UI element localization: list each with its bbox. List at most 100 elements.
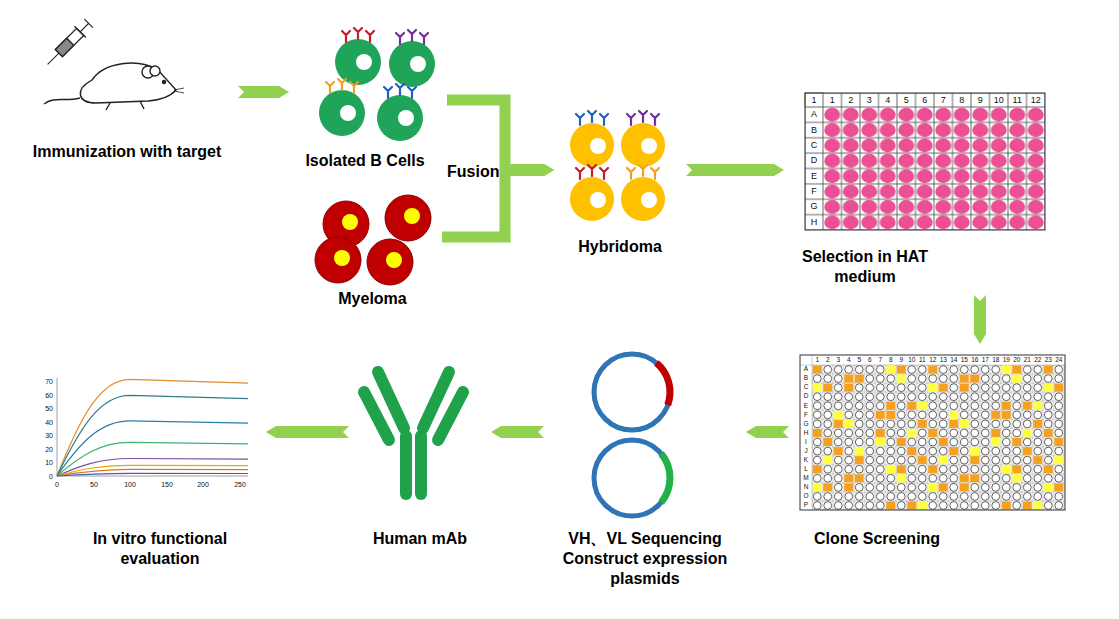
plate-index-label: 1 [823, 93, 842, 107]
well [992, 493, 1000, 501]
line-shape [74, 26, 85, 37]
hit-well [876, 438, 885, 446]
stage-node: Hybridoma [560, 105, 680, 259]
well [1044, 474, 1052, 482]
plate-index-label: 5 [897, 93, 916, 107]
circle-shape [340, 105, 356, 121]
hit-well [897, 474, 906, 482]
well [950, 375, 958, 383]
well [950, 456, 958, 464]
plate-index-label: 6 [865, 355, 876, 365]
plate-index-label: 17 [980, 355, 991, 365]
well [834, 375, 842, 383]
hit-well [928, 384, 937, 392]
well [1055, 493, 1063, 501]
hit-well [1012, 366, 1021, 374]
well [939, 375, 947, 383]
well [897, 502, 905, 510]
well [918, 384, 926, 392]
well [824, 393, 832, 401]
well [845, 465, 853, 473]
well [1055, 366, 1063, 374]
wells [813, 366, 1064, 510]
hit-well [1012, 375, 1021, 383]
well [1023, 483, 1031, 491]
well [939, 393, 947, 401]
well [1055, 420, 1063, 428]
antibody [364, 372, 463, 494]
circle-shape [319, 90, 365, 136]
well [824, 502, 832, 510]
hit-well [876, 411, 885, 419]
well [1013, 429, 1021, 437]
well [876, 420, 884, 428]
hit-well [844, 375, 853, 383]
well [1023, 375, 1031, 383]
axis-tick-label: 20 [36, 444, 53, 454]
plate-index-label: 10 [990, 93, 1009, 107]
path-shape [57, 473, 248, 476]
hit-well [960, 483, 969, 491]
well [960, 429, 968, 437]
well [813, 456, 821, 464]
well [950, 384, 958, 392]
well [981, 456, 989, 464]
well [929, 456, 937, 464]
well [908, 456, 916, 464]
well [960, 493, 968, 501]
well [960, 366, 968, 374]
plate-index-label: O [800, 492, 812, 501]
well [824, 420, 832, 428]
well [876, 402, 884, 410]
well [908, 366, 916, 374]
well [939, 465, 947, 473]
line-shape [80, 23, 88, 31]
rect-shape [812, 365, 1065, 510]
circle-shape [570, 177, 614, 221]
syringe [42, 18, 94, 70]
hit-well [970, 474, 979, 482]
rect-shape [805, 93, 1045, 230]
circle-shape [594, 354, 670, 430]
plate-index-label: D [800, 392, 812, 401]
well [992, 483, 1000, 491]
well [845, 438, 853, 446]
well [1023, 366, 1031, 374]
well [971, 420, 979, 428]
well [897, 456, 905, 464]
well [1034, 366, 1042, 374]
plate-index-label: 19 [1001, 355, 1012, 365]
well [929, 493, 937, 501]
path-shape [57, 395, 248, 476]
line-shape [400, 436, 412, 494]
hit-well [960, 420, 969, 428]
hit-well [918, 456, 927, 464]
well [887, 393, 895, 401]
well [1023, 411, 1031, 419]
plate-index-label: 15 [959, 355, 970, 365]
well [1034, 375, 1042, 383]
well [1044, 402, 1052, 410]
well [950, 483, 958, 491]
stage-node: Immunization with target [22, 18, 232, 164]
plate-index-label: 3 [860, 93, 879, 107]
use-shape [384, 84, 416, 98]
well [855, 420, 863, 428]
hit-well [1023, 429, 1032, 437]
well [887, 429, 895, 437]
well [971, 493, 979, 501]
well [834, 393, 842, 401]
well [918, 483, 926, 491]
stage-node: VH、VL Sequencing Construct expression pl… [550, 345, 740, 591]
rect-shape [800, 355, 1065, 510]
well [866, 456, 874, 464]
well [887, 438, 895, 446]
well [876, 493, 884, 501]
well [1055, 411, 1063, 419]
well [855, 465, 863, 473]
flow-arrow [974, 295, 986, 344]
well [876, 502, 884, 510]
arrow-shape [500, 164, 554, 176]
hit-well [1033, 456, 1042, 464]
well [1055, 465, 1063, 473]
